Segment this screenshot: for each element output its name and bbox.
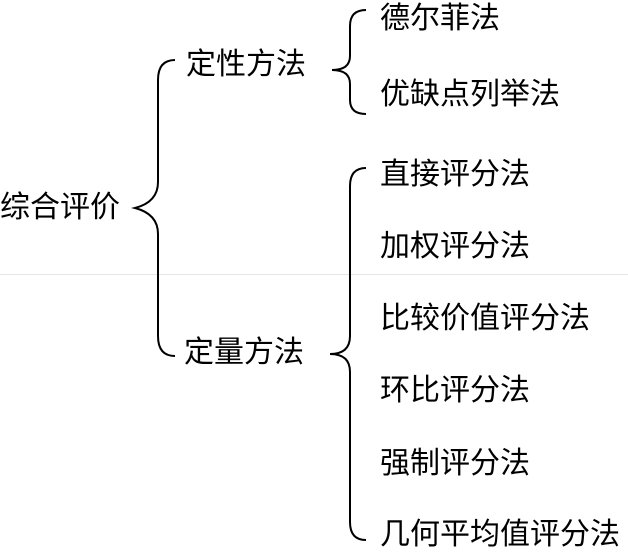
method-delphi: 德尔菲法: [380, 1, 500, 36]
method-value-comparison: 比较价值评分法: [380, 301, 590, 336]
method-forced-scoring: 强制评分法: [380, 446, 530, 481]
scan-divider-line: [0, 274, 628, 275]
group-label-quantitative: 定量方法: [184, 335, 304, 370]
qualitative-brace: [331, 9, 367, 115]
root-label: 综合评价: [0, 190, 120, 225]
method-ring-ratio: 环比评分法: [380, 373, 530, 408]
group-label-qualitative: 定性方法: [186, 47, 306, 82]
method-weighted-scoring: 加权评分法: [380, 229, 530, 264]
method-direct-scoring: 直接评分法: [380, 157, 530, 192]
quantitative-brace: [329, 167, 367, 541]
method-pros-cons: 优缺点列举法: [380, 77, 560, 112]
method-geometric-mean: 几何平均值评分法: [380, 517, 620, 552]
root-brace: [131, 59, 176, 357]
